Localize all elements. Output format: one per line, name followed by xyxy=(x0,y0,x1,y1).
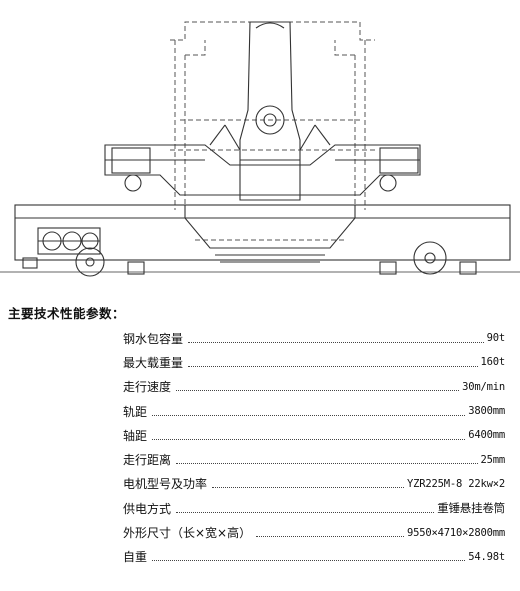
spec-label: 自重 xyxy=(123,550,148,565)
spec-value: 9550×4710×2800mm xyxy=(407,526,505,539)
spec-label: 走行速度 xyxy=(123,380,172,395)
spec-label: 钢水包容量 xyxy=(123,331,184,346)
leader-dots xyxy=(188,341,484,343)
section-heading: 主要技术性能参数： xyxy=(8,306,126,321)
spec-value: 160t xyxy=(480,356,506,369)
leader-dots xyxy=(256,536,405,538)
spec-value: YZR225M-8 22kw×2 xyxy=(407,477,505,490)
spec-row: 外形尺寸（长×宽×高） 9550×4710×2800mm xyxy=(123,520,505,544)
spec-label: 电机型号及功率 xyxy=(123,477,208,492)
spec-value: 重锤悬挂卷筒 xyxy=(437,501,505,516)
leader-dots xyxy=(152,414,466,416)
spec-value: 90t xyxy=(486,332,506,345)
spec-row: 走行速度 30m/min xyxy=(123,375,505,399)
spec-label: 最大载重量 xyxy=(123,355,184,370)
spec-list: 钢水包容量 90t 最大载重量 160t 走行速度 30m/min 轨距 380… xyxy=(123,326,505,569)
spec-label: 走行距离 xyxy=(123,453,172,468)
spec-row: 轨距 3800mm xyxy=(123,399,505,423)
spec-row: 钢水包容量 90t xyxy=(123,326,505,350)
spec-row: 轴距 6400mm xyxy=(123,423,505,447)
leader-dots xyxy=(176,511,435,513)
spec-row: 电机型号及功率 YZR225M-8 22kw×2 xyxy=(123,472,505,496)
spec-label: 轨距 xyxy=(123,404,148,419)
spec-row: 自重 54.98t xyxy=(123,545,505,569)
spec-row: 走行距离 25mm xyxy=(123,447,505,471)
spec-value: 6400mm xyxy=(468,429,505,442)
spec-label: 外形尺寸（长×宽×高） xyxy=(123,526,252,541)
car-frame xyxy=(0,21,520,277)
spec-row: 供电方式 重锤悬挂卷筒 xyxy=(123,496,505,520)
spec-value: 3800mm xyxy=(468,405,505,418)
leader-dots xyxy=(212,487,405,489)
leader-dots xyxy=(176,390,460,392)
ladle-car-drawing xyxy=(0,21,520,277)
spec-label: 供电方式 xyxy=(123,501,172,516)
leader-dots xyxy=(152,438,466,440)
spec-value: 25mm xyxy=(480,453,506,466)
leader-dots xyxy=(176,463,478,465)
spec-row: 最大载重量 160t xyxy=(123,350,505,374)
leader-dots xyxy=(152,560,466,562)
spec-value: 30m/min xyxy=(462,380,505,393)
ladle-outline-dashed xyxy=(170,21,375,241)
leader-dots xyxy=(188,365,478,367)
spec-label: 轴距 xyxy=(123,428,148,443)
spec-value: 54.98t xyxy=(468,550,505,563)
